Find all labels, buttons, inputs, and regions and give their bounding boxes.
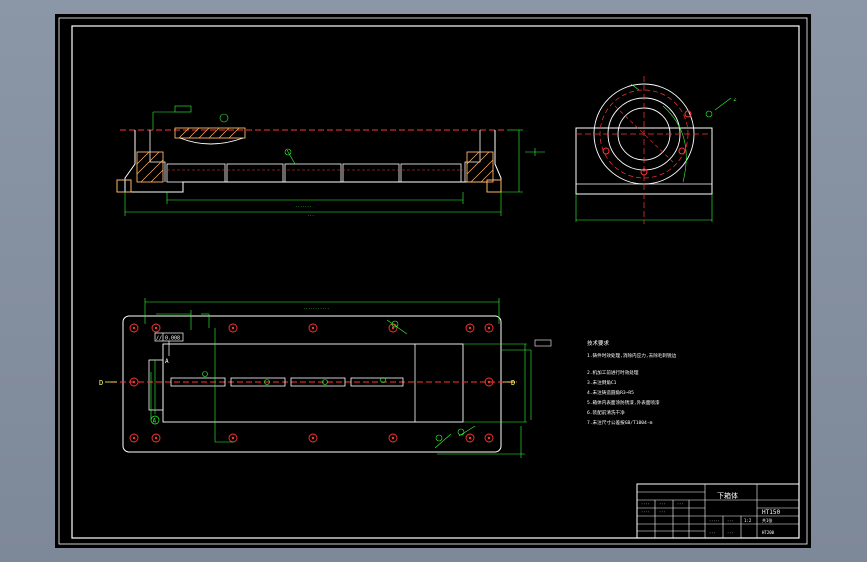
svg-text:····: ····	[641, 510, 650, 514]
svg-text:···: ···	[727, 531, 734, 535]
svg-text:···: ···	[727, 519, 734, 523]
tech-requirements: 技术要求 1.铸件时效处理,消除内应力,去除毛刺锐边 2.机加工前进行时效处理 …	[587, 339, 677, 426]
svg-text:···: ···	[659, 510, 666, 514]
svg-text:···········: ···········	[303, 306, 330, 311]
svg-text:·······: ·······	[295, 204, 312, 209]
title-block[interactable]: ·········· ······· ········ ······ 下箱体 H…	[636, 483, 800, 539]
title-block-sheet: 共1张	[762, 517, 772, 523]
front-view[interactable]: ······· ···	[116, 105, 545, 218]
svg-text:7.未注尺寸公差按GB/T1804-m: 7.未注尺寸公差按GB/T1804-m	[587, 419, 653, 426]
section-mark-left: D	[99, 379, 103, 387]
svg-text:3.未注倒角C1: 3.未注倒角C1	[587, 379, 617, 386]
datum-a-label: A	[153, 418, 157, 425]
title-block-title: 下箱体	[717, 491, 738, 500]
top-inner-cavity	[162, 343, 464, 423]
svg-text:···: ···	[307, 213, 314, 218]
top-outline	[122, 315, 502, 453]
datum-a-marker[interactable]: A	[150, 415, 160, 425]
tolerance-datum: A	[165, 358, 169, 365]
section-mark-right: D	[511, 379, 515, 387]
svg-text:···: ···	[709, 531, 716, 535]
tolerance-frame[interactable]: // 0.008 A	[154, 332, 184, 365]
svg-text:·····: ·····	[709, 519, 720, 523]
svg-text:2.机加工前进行时效处理: 2.机加工前进行时效处理	[587, 369, 639, 376]
title-block-material: HT200	[762, 530, 775, 535]
sheet-outer-border	[58, 17, 808, 545]
sheet-inner-border	[71, 25, 800, 539]
drawing-canvas[interactable]: ······· ···	[55, 14, 811, 548]
svg-text:···: ···	[659, 502, 666, 506]
tolerance-symbol: //	[156, 336, 162, 342]
svg-text:1.铸件时效处理,消除内应力,去除毛刺锐边: 1.铸件时效处理,消除内应力,去除毛刺锐边	[587, 352, 677, 359]
svg-text:5.箱体内表面涂防锈漆,外表面喷漆: 5.箱体内表面涂防锈漆,外表面喷漆	[587, 399, 660, 406]
front-hatch-right	[466, 151, 494, 183]
tech-requirements-heading: 技术要求	[587, 339, 610, 347]
front-foot-left	[116, 179, 132, 193]
tolerance-value: 0.008	[165, 336, 180, 342]
front-outline	[124, 130, 502, 193]
svg-text:6.装配前清洗干净: 6.装配前清洗干净	[587, 409, 625, 416]
title-block-code: HT150	[762, 509, 780, 516]
svg-text:∠: ∠	[733, 97, 737, 104]
front-flange-hatch	[174, 127, 246, 139]
top-view[interactable]: ··········· D D A // 0.008 A	[99, 298, 552, 458]
side-view[interactable]: ∠	[575, 76, 737, 224]
drawing-sheet[interactable]: ······· ···	[55, 14, 811, 548]
svg-text:···: ···	[677, 502, 684, 506]
front-foot-right	[486, 179, 502, 193]
front-hatch-left	[136, 151, 164, 183]
svg-text:····: ····	[641, 502, 650, 506]
front-bearing-arc	[179, 137, 244, 145]
svg-text:4.未注铸造圆角R3~R5: 4.未注铸造圆角R3~R5	[587, 389, 634, 396]
title-block-scale: 1:2	[744, 518, 752, 523]
